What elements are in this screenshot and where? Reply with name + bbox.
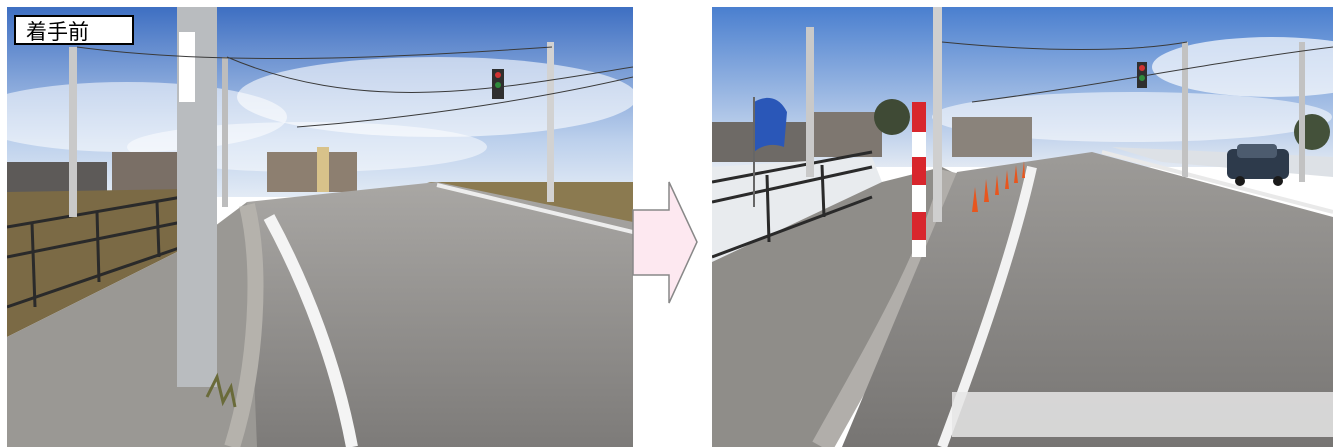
crosswalk-stripe — [952, 392, 1333, 437]
after-scene — [712, 7, 1333, 447]
sidewalk — [712, 167, 962, 447]
curb — [812, 169, 963, 447]
photo-completed: 完 成 — [712, 7, 1333, 447]
utility-pole — [933, 7, 942, 222]
label-before-construction: 着手前 — [14, 15, 134, 45]
before-scene — [7, 7, 633, 447]
utility-pole — [547, 42, 554, 202]
road-edge-line-right — [436, 183, 633, 234]
utility-pole — [69, 47, 77, 217]
traffic-cones — [972, 161, 1025, 212]
pole-plate — [179, 32, 195, 102]
road-edge-line-right — [1101, 150, 1333, 214]
right-arrow-icon — [632, 181, 698, 304]
curb — [224, 203, 264, 447]
house — [267, 152, 357, 192]
traffic-light-lamp — [495, 82, 501, 88]
utility-pole — [222, 57, 228, 207]
house — [112, 152, 182, 192]
traffic-light-lamp — [1139, 75, 1145, 81]
utility-pole — [806, 27, 814, 177]
house — [812, 112, 882, 157]
weeds — [205, 372, 237, 408]
photo-before-construction: 着手前 — [7, 7, 633, 447]
traffic-light-lamp — [1139, 65, 1145, 71]
delineator-post — [912, 102, 926, 257]
cloud — [237, 57, 633, 137]
signboard — [317, 147, 329, 192]
fence — [712, 150, 873, 259]
car — [1227, 144, 1289, 186]
field-right — [427, 182, 633, 227]
power-lines — [941, 41, 1333, 103]
tree — [874, 99, 910, 135]
cloud — [1152, 37, 1333, 97]
traffic-light-lamp — [495, 72, 501, 78]
utility-pole — [1299, 42, 1305, 182]
fence — [7, 195, 183, 309]
road-edge-line — [263, 214, 358, 447]
utility-pole — [1182, 42, 1188, 177]
road — [247, 182, 633, 447]
house — [952, 117, 1032, 157]
power-lines — [76, 46, 633, 128]
flag — [754, 97, 787, 152]
